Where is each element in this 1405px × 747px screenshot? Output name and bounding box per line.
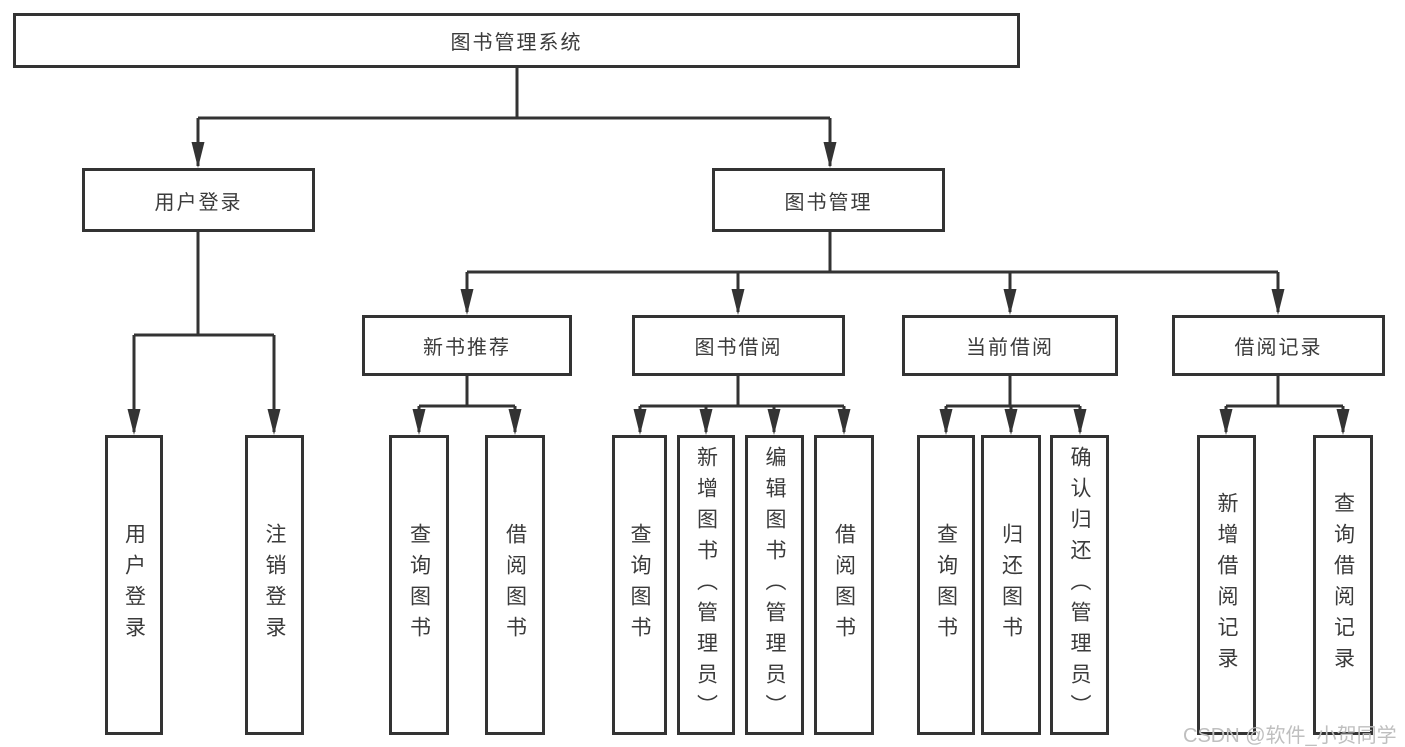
node-book-borrowing: 图书借阅 (632, 315, 845, 376)
connector-segments (132, 68, 1345, 432)
node-new-book-recommendation: 新书推荐 (362, 315, 572, 376)
leaf-query-books-rec: 查询图书 (389, 435, 449, 735)
node-current-borrowing: 当前借阅 (902, 315, 1118, 376)
leaf-add-books-admin: 新增图书（管理员） (677, 435, 735, 735)
node-user-login-label: 用户登录 (154, 191, 243, 214)
leaf-query-borrow-record-label: 查询借阅记录 (1331, 492, 1355, 678)
leaf-query-books-borrow: 查询图书 (612, 435, 667, 735)
node-current-borrowing-label: 当前借阅 (966, 337, 1054, 359)
leaf-borrow-books-rec: 借阅图书 (485, 435, 545, 735)
leaf-add-books-admin-label: 新增图书（管理员） (694, 445, 718, 725)
node-borrowing-records: 借阅记录 (1172, 315, 1385, 376)
csdn-watermark: CSDN @软件_小贺同学 (1183, 725, 1397, 747)
leaf-query-borrow-record: 查询借阅记录 (1313, 435, 1373, 735)
leaf-return-books: 归还图书 (981, 435, 1041, 735)
node-book-management-label: 图书管理 (784, 191, 873, 214)
leaf-user-login-label: 用户登录 (122, 523, 146, 647)
leaf-add-borrow-record: 新增借阅记录 (1197, 435, 1256, 735)
leaf-edit-books-admin: 编辑图书（管理员） (745, 435, 804, 735)
node-user-login: 用户登录 (82, 168, 315, 232)
node-root-label: 图书管理系统 (450, 32, 583, 54)
leaf-query-books-rec-label: 查询图书 (407, 523, 431, 647)
node-new-book-recommendation-label: 新书推荐 (423, 337, 511, 359)
leaf-confirm-return-admin-label: 确认归还（管理员） (1068, 445, 1091, 725)
leaf-query-books-borrow-label: 查询图书 (628, 523, 651, 647)
leaf-confirm-return-admin: 确认归还（管理员） (1050, 435, 1109, 735)
leaf-query-books-current: 查询图书 (917, 435, 975, 735)
arrowheads (127, 142, 1350, 435)
leaf-logout-label: 注销登录 (263, 523, 286, 647)
node-book-management: 图书管理 (712, 168, 945, 232)
leaf-logout: 注销登录 (245, 435, 304, 735)
leaf-borrow-books: 借阅图书 (814, 435, 874, 735)
leaf-borrow-books-rec-label: 借阅图书 (503, 523, 527, 647)
leaf-borrow-books-label: 借阅图书 (832, 523, 856, 647)
leaf-edit-books-admin-label: 编辑图书（管理员） (763, 445, 786, 725)
leaf-return-books-label: 归还图书 (999, 523, 1023, 647)
leaf-add-borrow-record-label: 新增借阅记录 (1215, 492, 1238, 678)
node-root-library-system: 图书管理系统 (13, 13, 1020, 68)
node-book-borrowing-label: 图书借阅 (694, 337, 783, 359)
leaf-user-login: 用户登录 (105, 435, 163, 735)
leaf-query-books-current-label: 查询图书 (934, 523, 958, 647)
node-borrowing-records-label: 借阅记录 (1234, 337, 1323, 359)
